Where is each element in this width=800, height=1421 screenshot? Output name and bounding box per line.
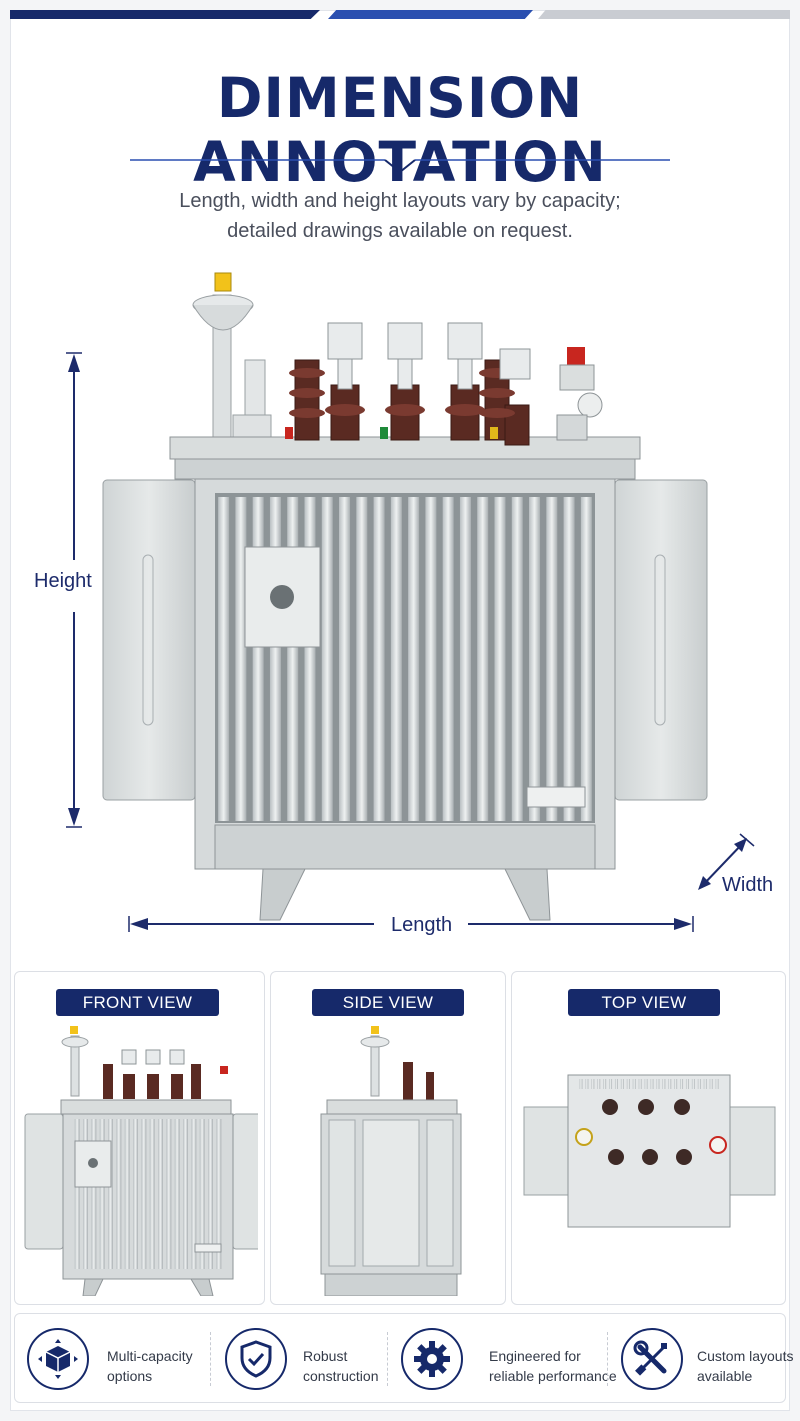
title-divider	[130, 159, 670, 174]
top-view-badge: TOP VIEW	[568, 989, 720, 1016]
wrench-screwdriver-icon	[621, 1328, 683, 1390]
feature-robust: Robust construction	[225, 1314, 395, 1404]
feature-line: options	[107, 1368, 153, 1384]
feature-line: construction	[303, 1368, 379, 1384]
subtitle-line-1: Length, width and height layouts vary by…	[179, 190, 621, 212]
feature-line: Robust	[303, 1348, 348, 1364]
height-arrow	[66, 352, 82, 828]
subtitle-line-2: detailed drawings available on request.	[227, 220, 573, 242]
side-view-panel: SIDE VIEW	[270, 971, 506, 1305]
side-view-badge: SIDE VIEW	[312, 989, 464, 1016]
length-label: Length	[391, 914, 453, 936]
top-accent-bar	[10, 10, 790, 22]
feature-custom-layouts: Custom layouts available	[621, 1314, 793, 1404]
feature-line: Engineered for	[489, 1348, 581, 1364]
gear-icon	[401, 1328, 463, 1390]
front-view-panel: FRONT VIEW	[14, 971, 265, 1305]
feature-engineered: Engineered for reliable performance	[401, 1314, 617, 1404]
shield-check-icon	[225, 1328, 287, 1390]
width-label: Width	[722, 874, 774, 896]
front-view-badge: FRONT VIEW	[56, 989, 219, 1016]
feature-line: Custom layouts	[697, 1348, 794, 1364]
feature-separator	[210, 1332, 211, 1386]
front-view-illustration	[24, 1026, 258, 1296]
page-title: DIMENSION ANNOTATION	[193, 66, 607, 194]
top-view-illustration	[523, 1074, 776, 1228]
side-view-illustration	[320, 1026, 462, 1296]
width-arrow	[698, 833, 755, 890]
height-label: Height	[34, 570, 92, 592]
top-view-panel: TOP VIEW	[511, 971, 786, 1305]
feature-line: available	[697, 1368, 753, 1384]
transformer-main-illustration	[102, 272, 708, 921]
subtitle: Length, width and height layouts vary by…	[10, 186, 790, 246]
length-arrow	[128, 916, 694, 932]
feature-multi-capacity: Multi-capacity options	[27, 1314, 207, 1404]
feature-separator	[607, 1332, 608, 1386]
cube-icon	[27, 1328, 89, 1390]
feature-line: reliable performance	[489, 1368, 617, 1384]
features-bar: Multi-capacity options Robust construction	[14, 1313, 793, 1404]
feature-separator	[387, 1332, 388, 1386]
feature-line: Multi-capacity	[107, 1348, 193, 1364]
